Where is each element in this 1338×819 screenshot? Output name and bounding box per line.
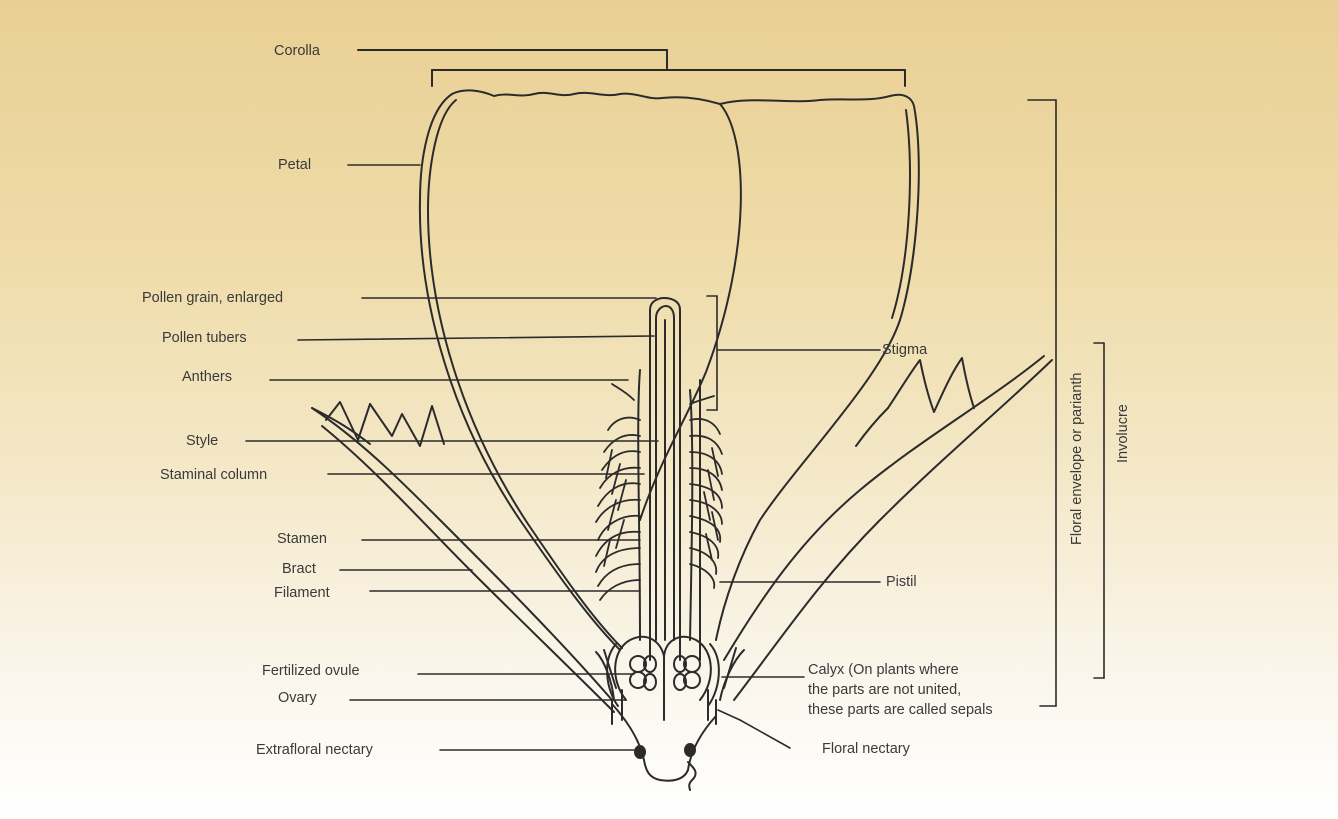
petal-inner-line <box>428 100 622 648</box>
label-style: Style <box>186 434 218 449</box>
label-filament: Filament <box>274 586 330 601</box>
label-involucre: Involucre <box>1116 404 1131 463</box>
label-floral-nectary: Floral nectary <box>822 742 910 757</box>
label-fertilized-ovule: Fertilized ovule <box>262 664 360 679</box>
label-corolla: Corolla <box>274 44 320 59</box>
pistil-structure <box>650 298 680 660</box>
label-calyx: Calyx (On plants where the parts are not… <box>808 660 993 720</box>
right-bract <box>724 356 1052 700</box>
label-bract: Bract <box>282 562 316 577</box>
label-pistil: Pistil <box>886 575 917 590</box>
corolla-bracket <box>358 50 905 86</box>
label-ovary: Ovary <box>278 691 317 706</box>
label-pollen-grain: Pollen grain, enlarged <box>142 291 283 306</box>
label-pollen-tubers: Pollen tubers <box>162 331 247 346</box>
involucre-bracket <box>1094 343 1104 678</box>
floral-envelope-bracket <box>1028 100 1056 706</box>
label-anthers: Anthers <box>182 370 232 385</box>
label-stigma: Stigma <box>882 343 927 358</box>
right-petal <box>716 95 919 640</box>
label-floral-envelope: Floral envelope or parianth <box>1070 373 1085 546</box>
label-petal: Petal <box>278 158 311 173</box>
right-stamens <box>690 396 722 588</box>
left-stamens <box>596 384 640 600</box>
ovary <box>607 637 719 720</box>
label-extrafloral-nectary: Extrafloral nectary <box>256 743 373 758</box>
label-stamen: Stamen <box>277 532 327 547</box>
stigma-bracket <box>707 296 880 410</box>
label-staminal-column: Staminal column <box>160 468 267 483</box>
petal-outline <box>420 90 741 650</box>
staminal-column <box>638 370 700 660</box>
